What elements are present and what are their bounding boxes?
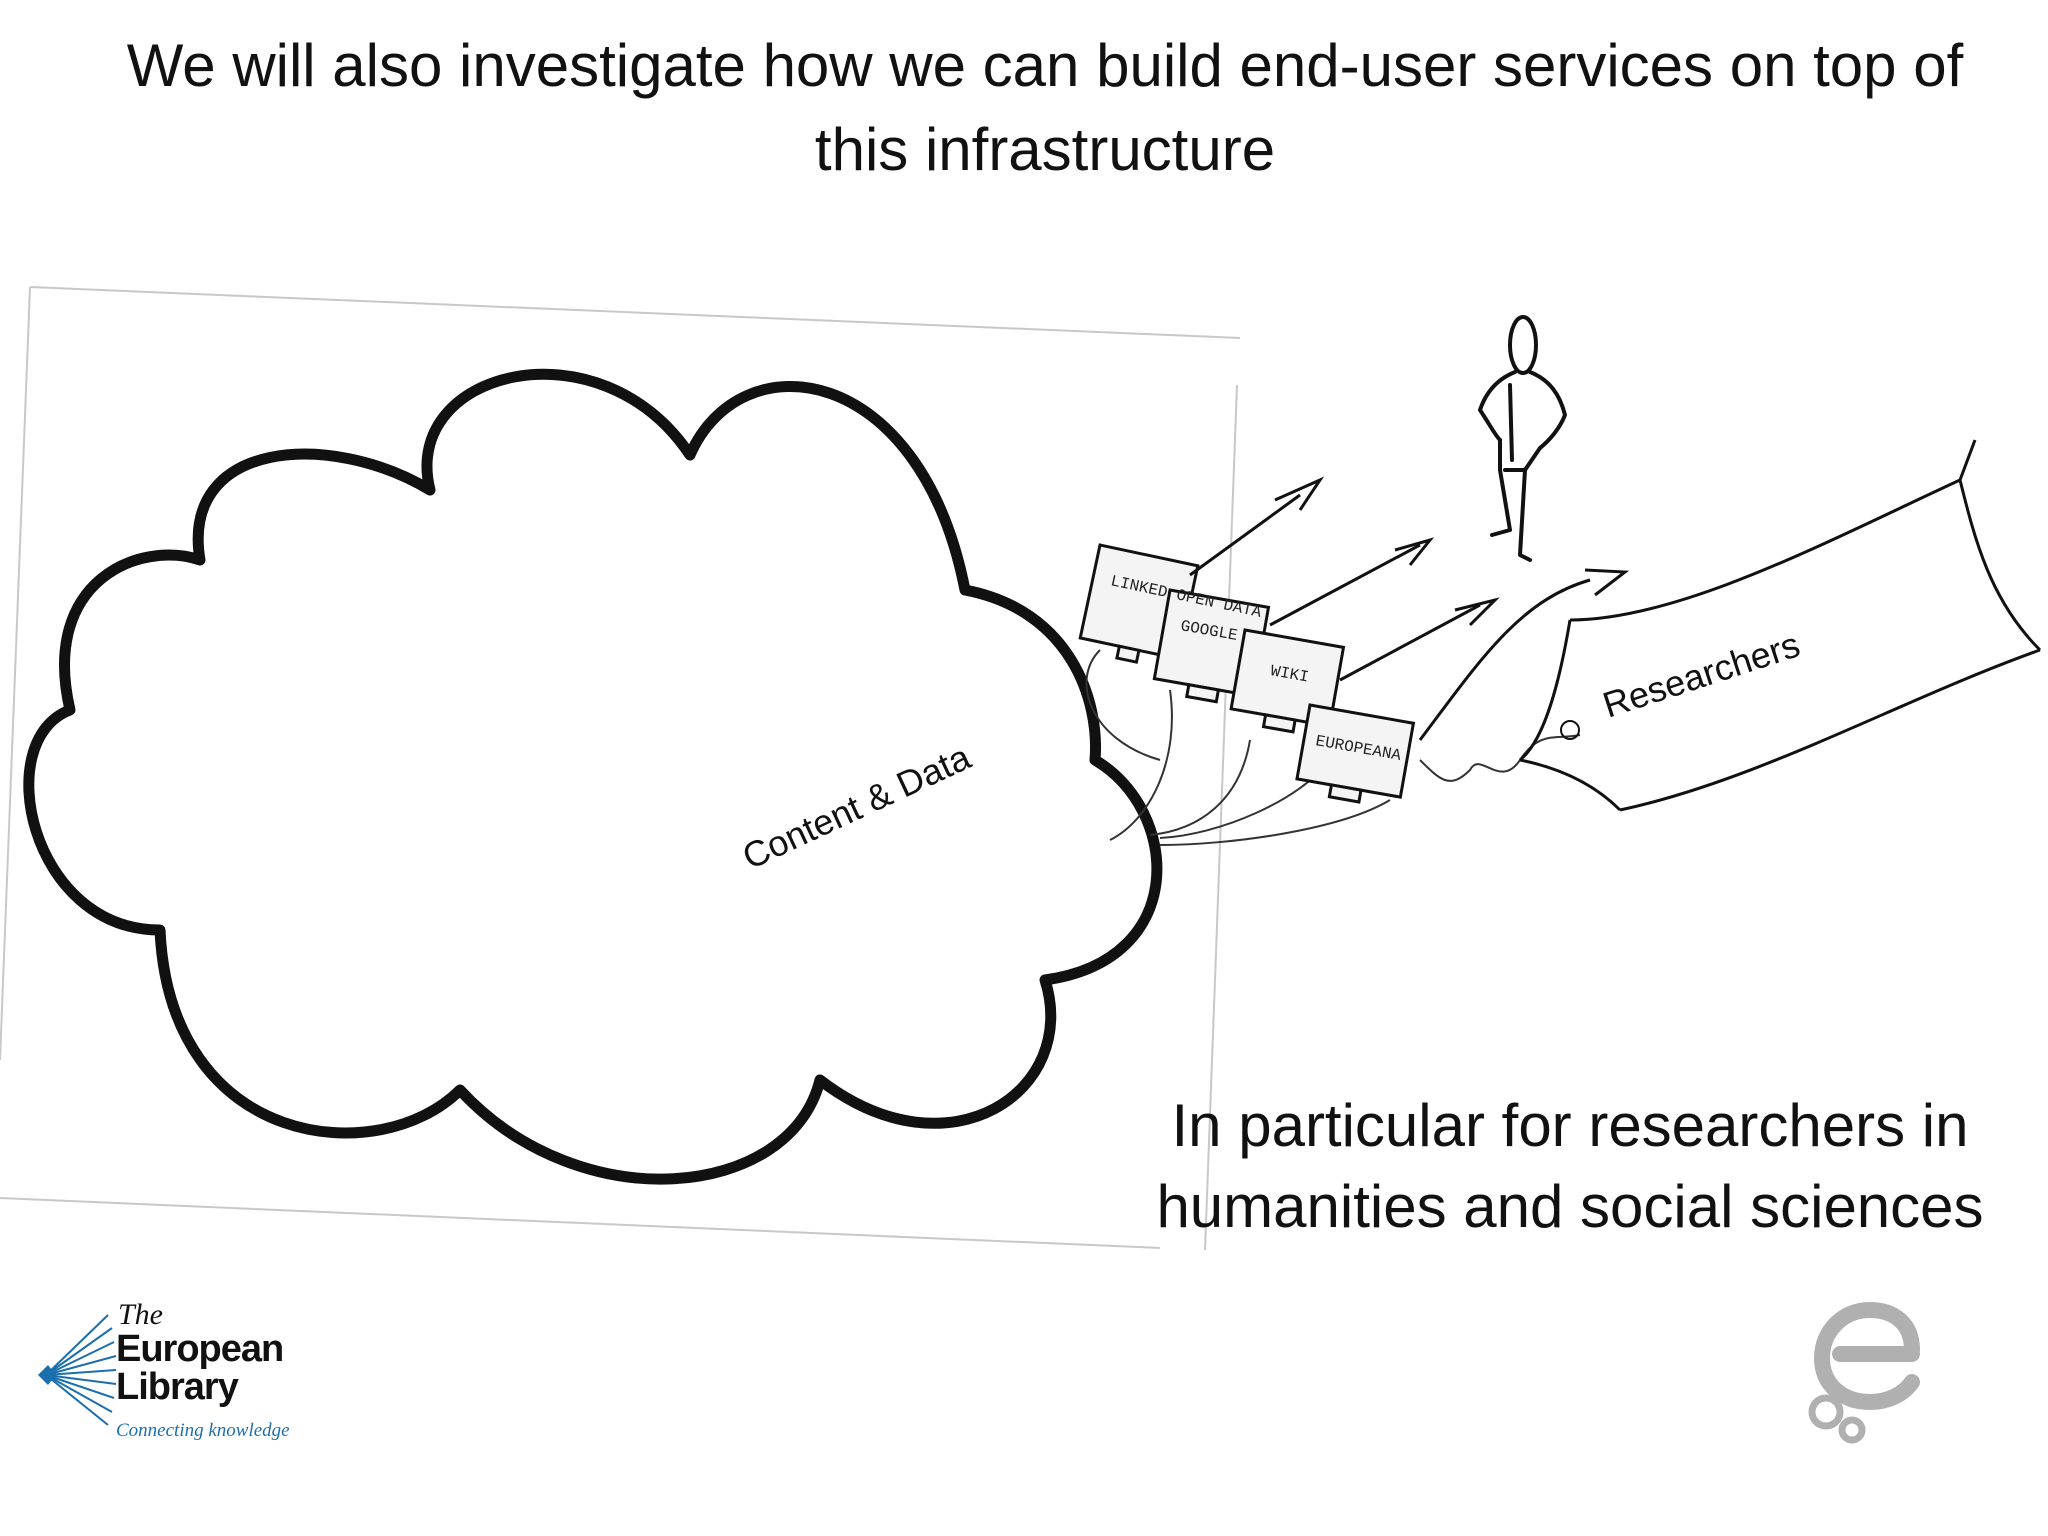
logo-line-european: European	[116, 1328, 284, 1370]
paper-sheet	[0, 286, 1241, 1251]
researchers-banner	[1519, 439, 2042, 812]
slide-subtitle: In particular for researchers in humanit…	[1156, 1092, 1984, 1240]
cloud-shape	[23, 368, 1163, 1185]
logo-line-the: The	[118, 1298, 163, 1331]
monitor-screens	[1078, 543, 1416, 804]
logo-line-library: Library	[116, 1366, 239, 1408]
person-figure	[1478, 315, 1567, 562]
logo-tagline: Connecting knowledge	[116, 1420, 290, 1441]
researchers-label: Researchers	[1598, 624, 1805, 726]
european-library-logo: The European Library Connecting knowledg…	[38, 1290, 308, 1455]
cables	[1085, 649, 1581, 846]
e-logo-icon	[1808, 1301, 1920, 1444]
starburst-icon	[38, 1314, 117, 1426]
arrows	[1189, 476, 1630, 741]
slide-title: We will also investigate how we can buil…	[126, 32, 1964, 183]
